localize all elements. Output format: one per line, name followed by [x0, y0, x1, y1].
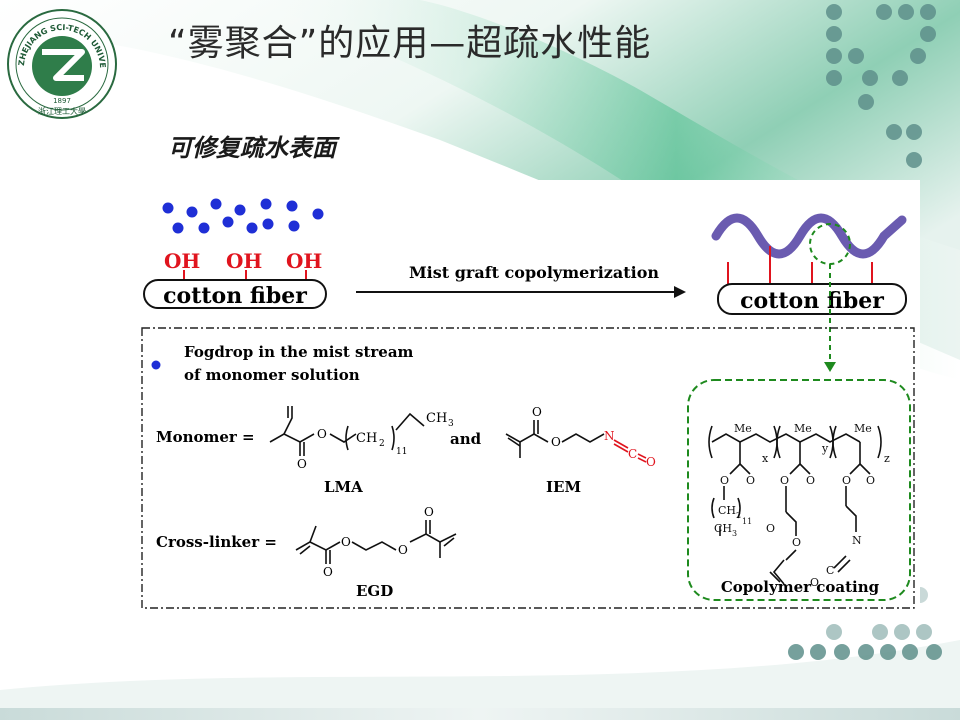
- fogdrop: [186, 206, 198, 218]
- coat-o: O: [806, 474, 815, 487]
- egd-o: O: [424, 505, 434, 519]
- lma-ch2: CH: [356, 431, 377, 446]
- coat-c: C: [826, 564, 834, 577]
- cotton-fiber-left: [143, 279, 327, 309]
- coat-o: O: [810, 576, 819, 589]
- fogdrop: [288, 220, 300, 232]
- fogdrop: [222, 216, 234, 228]
- university-logo: ZHEJIANG SCI-TECH UNIVERSITY 1897 浙江理工大學: [6, 8, 117, 119]
- fogdrop: [162, 202, 174, 214]
- coat-o: O: [720, 474, 729, 487]
- iem-ester-o: O: [551, 435, 561, 449]
- coat-o: O: [746, 474, 755, 487]
- slide-subtitle: 可修复疏水表面: [168, 134, 336, 162]
- legend-line1: Fogdrop in the mist stream: [184, 343, 414, 361]
- coat-ch2: CH: [718, 504, 736, 517]
- coat-ch3-sub: 3: [732, 529, 737, 538]
- oh-label: OH: [226, 249, 262, 273]
- logo-bottom-text: 浙江理工大學: [38, 106, 86, 116]
- scheme-figure: OH OH OH cotton fiber Mist graft copolym…: [134, 180, 920, 622]
- coat-n: N: [852, 534, 862, 547]
- crosslinker-label: Cross-linker =: [156, 533, 277, 551]
- coat-o: O: [842, 474, 851, 487]
- coat-o: O: [780, 474, 789, 487]
- lma-structure: [269, 406, 425, 456]
- fogdrop: [262, 218, 274, 230]
- fogdrop: [210, 198, 222, 210]
- iem-structure: [505, 420, 605, 458]
- lma-carbonyl-o: O: [297, 457, 307, 471]
- fogdrop: [198, 222, 210, 234]
- arrow-label: Mist graft copolymerization: [409, 263, 659, 282]
- fogdrop-cluster: [162, 198, 324, 234]
- iem-o: O: [646, 455, 656, 469]
- egd-label: EGD: [356, 582, 393, 600]
- coat-ch2-sub: 2: [736, 511, 741, 520]
- polymer-wave: [711, 213, 907, 259]
- oh-label: OH: [164, 249, 200, 273]
- lma-ch2-sub: 2: [379, 439, 385, 449]
- bottom-bar: [0, 708, 960, 720]
- lma-n11: 11: [396, 447, 407, 457]
- iem-n: N: [604, 429, 615, 443]
- subscript-x: x: [762, 452, 769, 465]
- coat-ch3: CH: [714, 522, 732, 535]
- coat-o: O: [866, 474, 875, 487]
- coat-n11: 11: [742, 517, 752, 526]
- logo-year: 1897: [53, 97, 71, 105]
- copolymer-coating-label: Copolymer coating: [721, 578, 880, 596]
- slide-title: “雾聚合”的应用—超疏水性能: [168, 23, 652, 64]
- legend-frame: [141, 327, 915, 609]
- me-label: Me: [854, 422, 872, 435]
- fogdrop: [312, 208, 324, 220]
- subscript-y: y: [821, 442, 829, 455]
- fogdrop: [172, 222, 184, 234]
- egd-o: O: [323, 565, 333, 579]
- cotton-fiber-right: [717, 283, 907, 315]
- me-label: Me: [734, 422, 752, 435]
- egd-o: O: [398, 543, 408, 557]
- fogdrop: [260, 198, 272, 210]
- decorative-dots: [788, 4, 942, 660]
- scheme-diagram: OH OH OH cotton fiber Mist graft copolym…: [141, 198, 915, 609]
- fogdrop: [246, 222, 258, 234]
- cotton-fiber-label: cotton fiber: [163, 283, 307, 309]
- me-label: Me: [794, 422, 812, 435]
- coat-o: O: [792, 536, 801, 549]
- iem-carbonyl-o: O: [532, 405, 542, 419]
- iem-c: C: [628, 447, 637, 461]
- egd-o: O: [341, 535, 351, 549]
- lma-ch3: CH: [426, 411, 447, 426]
- lma-ester-o: O: [317, 427, 327, 441]
- copolymer-structure: [708, 425, 882, 585]
- fogdrop-legend-icon: [151, 360, 161, 370]
- egd-structure: [295, 520, 457, 564]
- lma-ch3-sub: 3: [448, 419, 454, 429]
- oh-label: OH: [286, 249, 322, 273]
- coat-o: O: [766, 522, 775, 535]
- fogdrop: [286, 200, 298, 212]
- lma-label: LMA: [324, 478, 363, 496]
- and-label: and: [450, 430, 482, 448]
- fogdrop: [234, 204, 246, 216]
- subscript-z: z: [884, 452, 890, 465]
- monomer-label: Monomer =: [156, 428, 255, 446]
- iem-label: IEM: [546, 478, 581, 496]
- copolymer-coating-box: [687, 379, 911, 601]
- legend-line2: of monomer solution: [184, 366, 360, 384]
- cotton-fiber-label: cotton fiber: [740, 288, 884, 314]
